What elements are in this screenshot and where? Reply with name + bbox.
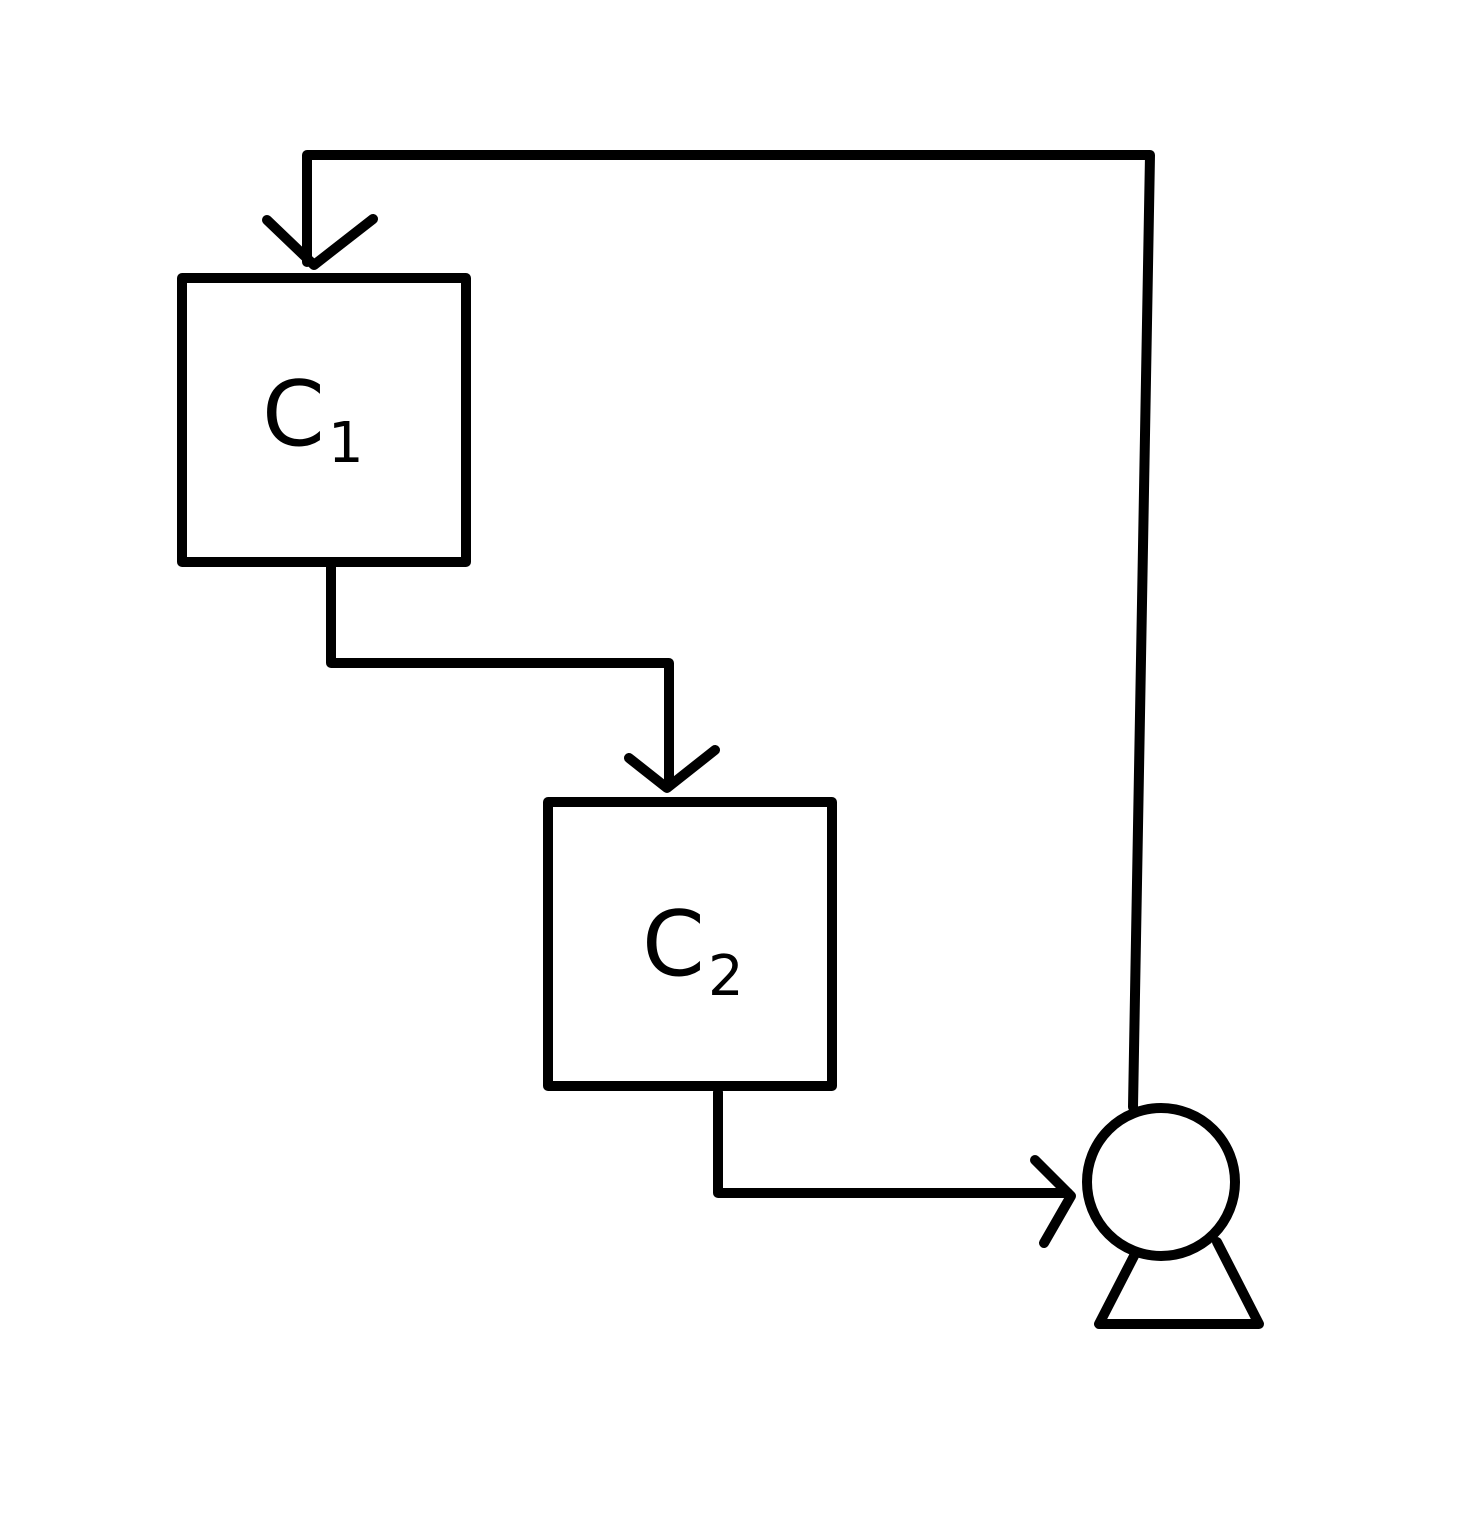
node-c1-box <box>177 273 471 567</box>
arrowhead-c2-icon <box>624 745 720 793</box>
node-c2-label: C <box>642 892 705 997</box>
node-c2-box <box>543 797 837 1091</box>
node-c1-label: C <box>262 362 325 467</box>
pump-icon <box>1082 1103 1264 1329</box>
edge-c2-to-pump <box>713 1087 1073 1198</box>
edge-pump-to-c1 <box>302 150 1155 1112</box>
arrowhead-c1-icon <box>262 214 378 270</box>
arrowhead-pump-icon <box>1030 1155 1076 1248</box>
node-c1-subscript: 1 <box>328 411 364 476</box>
edge-c1-to-c2 <box>326 562 674 790</box>
node-c2-subscript: 2 <box>708 944 744 1009</box>
